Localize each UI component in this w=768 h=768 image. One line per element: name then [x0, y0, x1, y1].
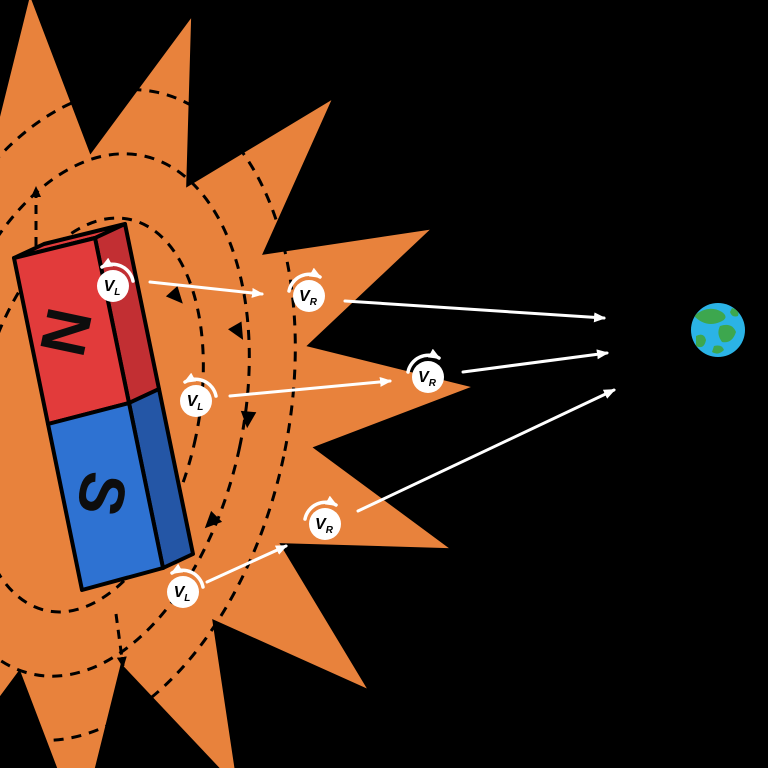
solar-wind-arrows — [148, 280, 616, 584]
field-arrowhead-1 — [165, 285, 183, 304]
velocity-badge-circle — [412, 361, 444, 393]
velocity-text: VR — [299, 288, 318, 308]
rotation-cw-arrow-icon — [406, 348, 441, 374]
solar-wind-arrow-5 — [205, 544, 288, 584]
rotation-cw-arrow-icon — [287, 267, 322, 293]
solar-wind-arrow-6 — [356, 388, 616, 513]
rotation-ccw-arrow-icon — [100, 257, 135, 283]
solar-wind-arrow-3 — [228, 376, 392, 398]
velocity-badge-circle — [97, 270, 129, 302]
velocity-badge-circle — [309, 508, 341, 540]
solar-wind-arrow-2 — [343, 299, 606, 323]
continent-shape — [696, 334, 706, 348]
earth — [691, 303, 745, 357]
velocity-label-vr-2: VR — [406, 348, 444, 393]
velocity-text: VL — [187, 393, 204, 413]
solar-wind-arrow-1 — [148, 280, 264, 298]
field-arrowhead-4 — [204, 510, 223, 529]
field-axis-arrow-bottom — [114, 613, 127, 668]
rotation-cw-arrow-icon — [303, 495, 338, 521]
field-line-outer — [0, 88, 297, 742]
velocity-badge-circle — [293, 280, 325, 312]
field-arrowhead-2 — [228, 321, 244, 340]
velocity-text: VL — [174, 584, 191, 604]
velocity-text: VR — [315, 516, 334, 536]
field-line-inner — [0, 216, 205, 614]
rotation-ccw-arrow-icon — [170, 563, 205, 589]
velocity-label-vr-3: VR — [303, 495, 341, 540]
field-direction-arrowheads — [165, 285, 257, 529]
continent-shape — [712, 345, 724, 354]
velocity-text: VR — [418, 369, 437, 389]
rotation-ccw-arrow-icon — [183, 372, 218, 398]
velocity-label-vl-2: VL — [180, 372, 218, 417]
continent-shape — [718, 324, 736, 343]
velocity-badge-circle — [167, 576, 199, 608]
velocity-text: VL — [104, 278, 121, 298]
magnetic-field-lines — [0, 88, 297, 742]
velocity-label-vl-3: VL — [167, 563, 205, 608]
solar-wind-arrow-4 — [461, 349, 609, 374]
field-line-middle — [0, 152, 251, 678]
earth-continents — [694, 308, 739, 354]
velocity-label-vl-1: VL — [97, 257, 135, 302]
field-arrowhead-3 — [240, 410, 257, 429]
velocity-label-vr-1: VR — [287, 267, 325, 312]
continent-shape — [694, 308, 726, 324]
velocity-badge-circle — [180, 385, 212, 417]
magnet-south-face — [46, 401, 165, 592]
velocity-badges: VL VR VL VR VL VR — [97, 257, 444, 608]
